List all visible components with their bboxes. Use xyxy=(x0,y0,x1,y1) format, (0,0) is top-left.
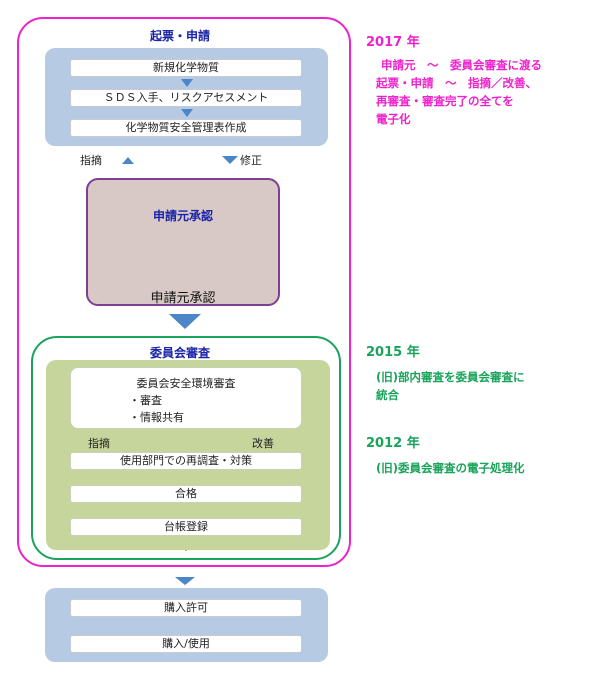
note-2015-line: (旧)部内審査を委員会審査に xyxy=(376,370,525,384)
step-reinvestigation: 使用部門での再調査・対策 xyxy=(70,452,302,470)
approval-caption: 申請元承認 xyxy=(150,291,216,306)
arrow-down-icon xyxy=(181,79,193,87)
step-new-chemical: 新規化学物質 xyxy=(70,59,302,77)
note-2012-year: 2012 年 xyxy=(366,436,420,451)
electronic-scope-2017-frame xyxy=(17,17,351,567)
note-2012-line: (旧)委員会審査の電子処理化 xyxy=(376,461,525,475)
committee-review-frame xyxy=(31,336,341,560)
committee-feedback-improve-label: 改善 xyxy=(252,437,274,450)
feedback-point-out-label: 指摘 xyxy=(80,154,102,167)
committee-feedback-point-out-label: 指摘 xyxy=(88,437,110,450)
arrow-down-icon xyxy=(222,156,238,164)
note-2017-line: 起票・申請 ～ 指摘／改善、 xyxy=(376,76,537,90)
approval-title: 申請元承認 xyxy=(152,209,213,223)
arrow-up-icon xyxy=(122,157,134,164)
note-2017-line: 再審査・審査完了の全てを xyxy=(376,94,514,108)
arrow-down-icon xyxy=(169,314,201,329)
applicant-approval-panel xyxy=(86,178,280,306)
committee-review-box: 委員会安全環境審査 ・審査 ・情報共有 xyxy=(70,367,302,429)
step-purchase-permission: 購入許可 xyxy=(70,599,302,617)
committee-review-item: ・審査 xyxy=(129,394,162,407)
committee-review-item: ・情報共有 xyxy=(129,411,184,424)
committee-review-title: 委員会安全環境審査 xyxy=(136,377,236,390)
top-section-title: 起票・申請 xyxy=(149,29,210,43)
feedback-fix-label: 修正 xyxy=(240,154,262,167)
note-2015-year: 2015 年 xyxy=(366,345,420,360)
note-2017-line: 電子化 xyxy=(376,112,411,126)
step-sds-risk-assessment: ＳＤＳ入手、リスクアセスメント xyxy=(70,89,302,107)
committee-title: 委員会審査 xyxy=(149,346,210,360)
step-ledger-registration: 台帳登録 xyxy=(70,518,302,536)
arrow-down-icon xyxy=(175,577,195,585)
step-safety-management-sheet: 化学物質安全管理表作成 xyxy=(70,119,302,137)
note-2017-year: 2017 年 xyxy=(366,35,420,50)
step-purchase-use: 購入/使用 xyxy=(70,635,302,653)
note-2017-line: 申請元 ～ 委員会審査に渡る xyxy=(381,58,542,72)
note-2015-line: 統合 xyxy=(376,388,399,402)
arrow-down-icon xyxy=(181,109,193,117)
step-pass: 合格 xyxy=(70,485,302,503)
